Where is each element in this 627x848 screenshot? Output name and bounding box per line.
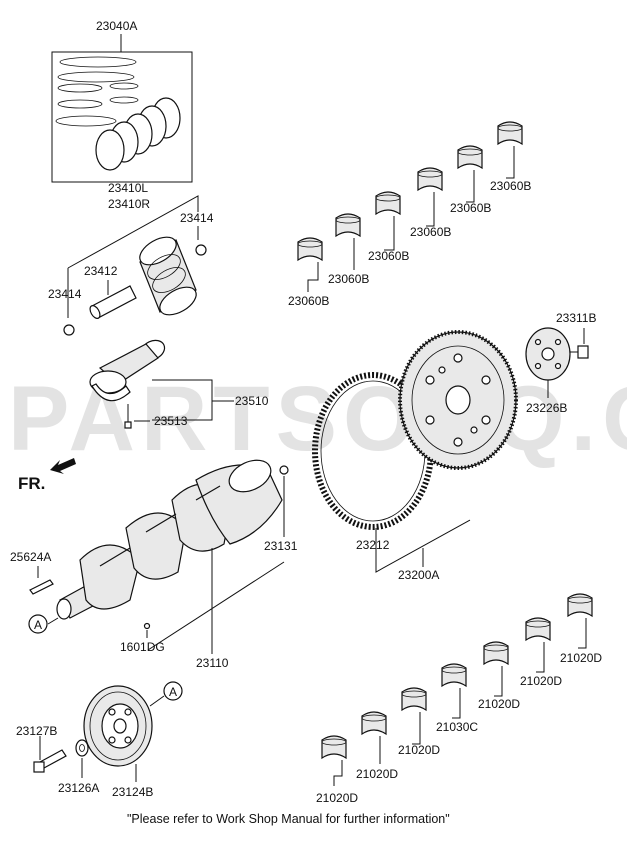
direction-label: FR. bbox=[18, 474, 45, 493]
flywheel-illustration[interactable] bbox=[398, 330, 518, 470]
label-piston-l[interactable]: 23410L bbox=[108, 181, 148, 195]
flywheel-bolt-icon[interactable] bbox=[570, 345, 589, 359]
flywheel-plate-illustration[interactable] bbox=[525, 327, 571, 381]
key-icon[interactable] bbox=[29, 579, 54, 595]
snap-ring-lower-icon[interactable] bbox=[63, 324, 75, 336]
label-main-bearing-4[interactable]: 21030C bbox=[436, 720, 478, 734]
label-main-bearing-7[interactable]: 21020D bbox=[560, 651, 602, 665]
label-conrod-bearing-1[interactable]: 23060B bbox=[288, 294, 329, 308]
connecting-rod-illustration[interactable] bbox=[89, 337, 168, 402]
footer-note: "Please refer to Work Shop Manual for fu… bbox=[127, 812, 450, 826]
label-conrod-bolt[interactable]: 23513 bbox=[154, 414, 188, 428]
conrod-bearing-group[interactable] bbox=[297, 121, 523, 262]
piston-pin-illustration[interactable] bbox=[88, 285, 137, 320]
conrod-bolt-icon[interactable] bbox=[124, 404, 132, 429]
snap-ring-upper-icon[interactable] bbox=[195, 244, 207, 256]
label-pulley-bolt[interactable]: 23127B bbox=[16, 724, 57, 738]
label-conrod-bearing-6[interactable]: 23060B bbox=[490, 179, 531, 193]
dowel-pin-icon[interactable] bbox=[143, 622, 151, 630]
crankshaft-illustration[interactable] bbox=[56, 454, 283, 620]
label-pin[interactable]: 1601DG bbox=[120, 640, 165, 654]
label-main-bearing-3[interactable]: 21020D bbox=[398, 743, 440, 757]
label-main-bearing-2[interactable]: 21020D bbox=[356, 767, 398, 781]
label-main-bearing-6[interactable]: 21020D bbox=[520, 674, 562, 688]
label-snap-ring-upper[interactable]: 23414 bbox=[180, 211, 214, 225]
label-washer[interactable]: 23126A bbox=[58, 781, 99, 795]
label-conrod-bearing-3[interactable]: 23060B bbox=[368, 249, 409, 263]
svg-text:A: A bbox=[169, 685, 177, 699]
label-main-bearing-5[interactable]: 21020D bbox=[478, 697, 520, 711]
label-crankshaft[interactable]: 23110 bbox=[196, 656, 229, 670]
label-piston-ring-set[interactable]: 23040A bbox=[96, 19, 137, 33]
label-ring-gear[interactable]: 23212 bbox=[356, 538, 390, 552]
label-conrod-bearing-2[interactable]: 23060B bbox=[328, 272, 369, 286]
label-snap-ring-lower[interactable]: 23414 bbox=[48, 287, 82, 301]
ref-marker-a-left[interactable]: A bbox=[28, 614, 48, 634]
label-flywheel-assy[interactable]: 23200A bbox=[398, 568, 439, 582]
svg-text:A: A bbox=[34, 618, 42, 632]
label-piston-r[interactable]: 23410R bbox=[108, 197, 150, 211]
label-flywheel-bolt[interactable]: 23311B bbox=[556, 311, 596, 325]
label-crank-sensor-pin[interactable]: 23131 bbox=[264, 539, 298, 553]
label-key[interactable]: 25624A bbox=[10, 550, 51, 564]
label-connecting-rod[interactable]: 23510 bbox=[235, 394, 269, 408]
main-bearing-group[interactable] bbox=[321, 593, 593, 760]
label-main-bearing-1[interactable]: 21020D bbox=[316, 791, 358, 805]
label-flywheel-plate[interactable]: 23226B bbox=[526, 401, 567, 415]
washer-icon[interactable] bbox=[75, 739, 89, 757]
piston-ring-set-illustration[interactable] bbox=[51, 34, 193, 183]
piston-illustration[interactable] bbox=[135, 231, 201, 320]
ref-marker-a-right[interactable]: A bbox=[163, 681, 183, 701]
pulley-bolt-icon[interactable] bbox=[33, 749, 67, 773]
front-arrow-icon bbox=[50, 458, 76, 474]
label-conrod-bearing-4[interactable]: 23060B bbox=[410, 225, 451, 239]
damper-pulley-illustration[interactable] bbox=[83, 685, 153, 767]
label-conrod-bearing-5[interactable]: 23060B bbox=[450, 201, 491, 215]
label-piston-pin[interactable]: 23412 bbox=[84, 264, 118, 278]
crank-sensor-pin-icon[interactable] bbox=[279, 465, 289, 475]
label-damper-pulley[interactable]: 23124B bbox=[112, 785, 153, 799]
